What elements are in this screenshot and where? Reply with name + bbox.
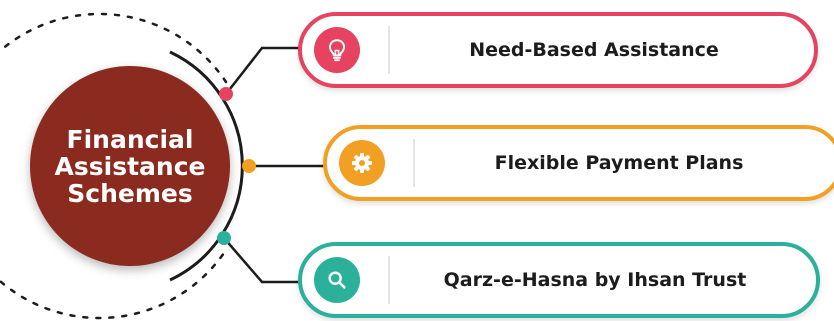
divider <box>388 26 390 74</box>
connector-dot-1 <box>219 87 233 101</box>
item-label: Flexible Payment Plans <box>494 152 744 174</box>
dashed-ring <box>0 12 228 320</box>
item-label: Need-Based Assistance <box>469 39 719 61</box>
search-icon <box>314 257 360 303</box>
divider <box>413 139 415 187</box>
item-need-based-assistance: Need-Based Assistance <box>298 12 818 88</box>
hub-title: Financial Assistance Schemes <box>54 124 206 208</box>
divider <box>388 256 390 304</box>
item-qarz-e-hasna: Qarz-e-Hasna by Ihsan Trust <box>298 242 820 318</box>
connector-line-3 <box>223 237 300 284</box>
item-label: Qarz-e-Hasna by Ihsan Trust <box>443 269 747 291</box>
gear-icon <box>339 140 385 186</box>
connector-line-1 <box>225 46 300 95</box>
connector-dot-3 <box>217 231 231 245</box>
connector-dot-2 <box>242 159 256 173</box>
item-flexible-payment-plans: Flexible Payment Plans <box>323 125 834 201</box>
lightbulb-icon <box>314 27 360 73</box>
hub-circle: Financial Assistance Schemes <box>30 66 230 266</box>
